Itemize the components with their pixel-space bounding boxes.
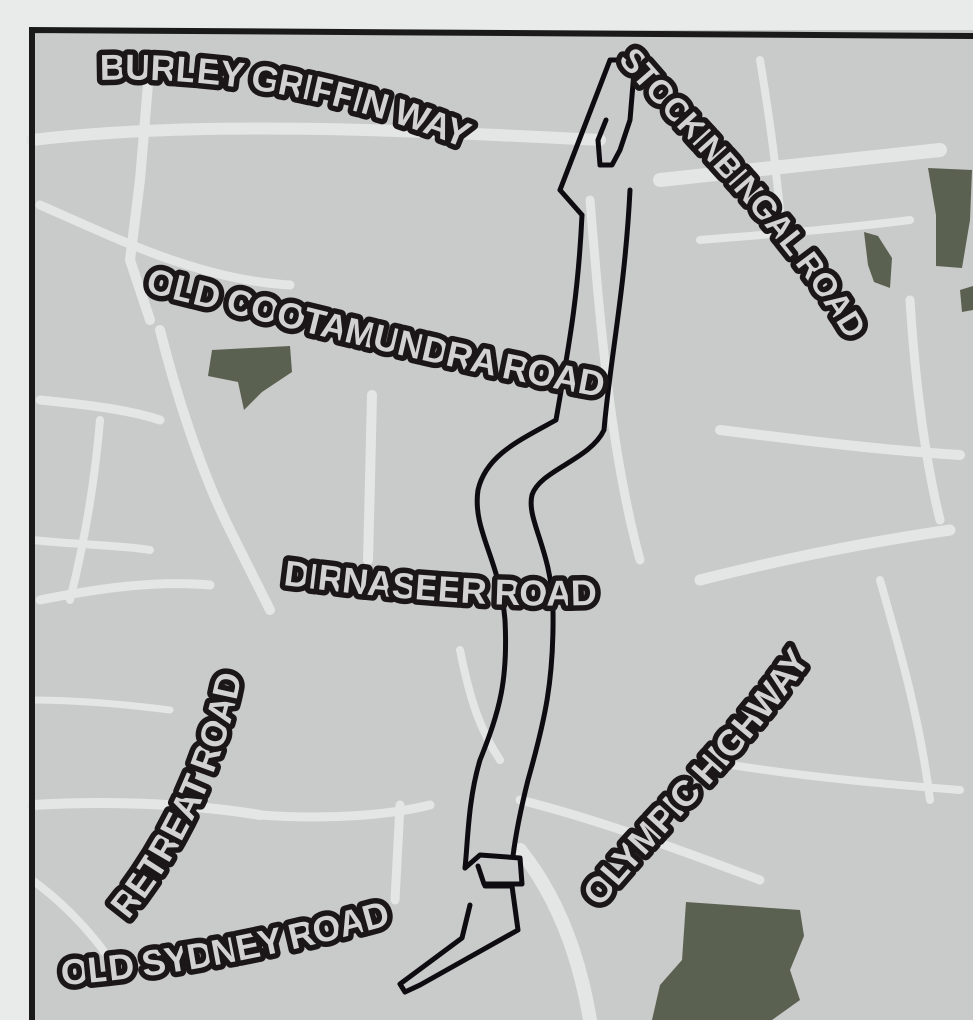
land-area [32, 30, 973, 1020]
map-frame [29, 26, 973, 1020]
park-areas [208, 168, 973, 1020]
route-line [397, 57, 638, 995]
